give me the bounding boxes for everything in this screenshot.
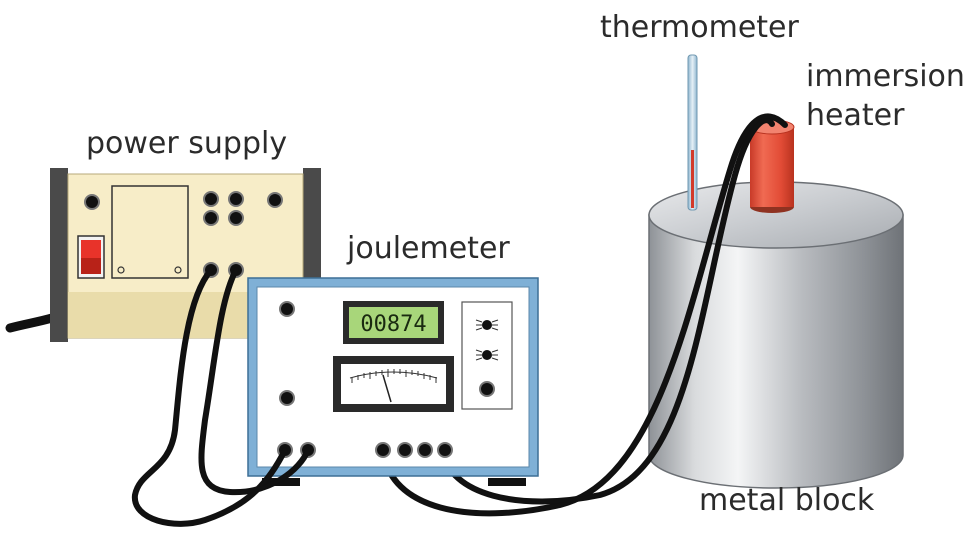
label-immersion: immersion bbox=[806, 59, 964, 94]
thermometer bbox=[687, 54, 698, 211]
meter-needle bbox=[382, 374, 392, 403]
terminal[interactable] bbox=[203, 210, 219, 226]
terminal[interactable] bbox=[228, 191, 244, 207]
mains-cable bbox=[5, 313, 57, 333]
metal-block bbox=[648, 181, 904, 489]
terminal[interactable] bbox=[228, 210, 244, 226]
supply-cables bbox=[131, 267, 311, 527]
joulemeter-reading: 00874 bbox=[360, 312, 426, 337]
label-joulemeter: joulemeter bbox=[346, 231, 510, 266]
indicator-lamp-1 bbox=[475, 319, 499, 331]
joulemeter-knob-bottom[interactable] bbox=[279, 390, 295, 406]
joulemeter: 00874 bbox=[247, 277, 539, 486]
terminal[interactable] bbox=[267, 192, 283, 208]
immersion-heater bbox=[749, 119, 795, 213]
meter-scale-ticks bbox=[351, 369, 437, 383]
indicator-lamp-2 bbox=[475, 349, 499, 361]
output-terminal[interactable] bbox=[375, 442, 391, 458]
left-handle bbox=[50, 168, 68, 342]
output-terminal[interactable] bbox=[397, 442, 413, 458]
power-switch[interactable] bbox=[77, 235, 105, 279]
label-heater: heater bbox=[806, 98, 905, 133]
power-supply-panel bbox=[111, 185, 189, 279]
reset-knob[interactable] bbox=[479, 381, 495, 397]
lcd-screen bbox=[349, 307, 438, 338]
output-terminal[interactable] bbox=[417, 442, 433, 458]
label-metal-block: metal block bbox=[699, 483, 875, 518]
terminal[interactable] bbox=[203, 191, 219, 207]
output-terminal[interactable] bbox=[437, 442, 453, 458]
joulemeter-knob-top[interactable] bbox=[279, 301, 295, 317]
label-power-supply: power supply bbox=[86, 126, 287, 161]
terminal-knob[interactable] bbox=[84, 194, 100, 210]
label-thermometer: thermometer bbox=[600, 10, 800, 45]
power-terminals bbox=[84, 191, 283, 278]
